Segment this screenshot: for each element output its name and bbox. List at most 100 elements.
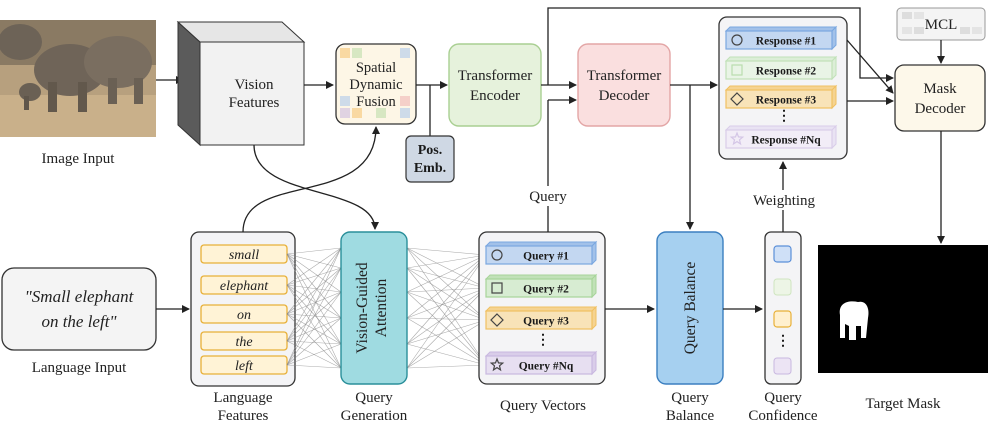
query-balance-box [656, 231, 724, 385]
confidence-square-1 [773, 245, 792, 263]
mask-decoder-line2: Decoder [915, 101, 966, 117]
sdf-line3: Fusion [356, 94, 396, 110]
response-label: Response #2 [756, 66, 817, 78]
response-label: Response #1 [756, 36, 817, 48]
attention-line [406, 267, 487, 321]
attention-line [286, 253, 342, 319]
attention-lines-right [406, 247, 487, 369]
response-bar-top [724, 125, 838, 131]
attention-line [406, 254, 487, 293]
attention-line [406, 267, 487, 289]
responses-dots: ⋮ [777, 109, 791, 124]
query-confidence-line1: Query [764, 390, 802, 406]
attention-line [406, 287, 487, 345]
attention-line [406, 319, 487, 369]
encoder-line2: Encoder [470, 88, 520, 104]
attention-line [406, 254, 487, 269]
attention-line [406, 317, 487, 366]
language-word: small [200, 244, 288, 264]
attention-line [406, 343, 487, 366]
response-bar [725, 30, 833, 50]
query-balance-inner: Query Balance [682, 262, 699, 355]
pos-emb-line2: Emb. [414, 161, 446, 176]
attention-line [286, 247, 342, 286]
query-balance-line2: Balance [666, 408, 715, 424]
query-label: Query #1 [523, 251, 569, 263]
language-input-line1: "Small elephant [25, 287, 135, 306]
square-icon [731, 64, 743, 76]
attention-line [286, 253, 342, 369]
confidence-square-2 [773, 278, 792, 296]
attention-line [406, 267, 487, 366]
query-bar [485, 245, 593, 265]
attention-line [286, 247, 342, 255]
attention-line [286, 267, 342, 286]
language-features-line2: Features [218, 408, 269, 424]
response-item: Response #2 [724, 55, 838, 81]
confidence-square-nq [773, 357, 792, 375]
arrow-response1-to-mask-decoder [846, 39, 894, 94]
attention-line [406, 247, 487, 256]
query-label-bg [525, 186, 571, 206]
diamond-icon [730, 92, 744, 106]
query-confidence-line2: Confidence [748, 408, 817, 424]
attention-line [286, 253, 342, 293]
attention-line [406, 247, 487, 289]
attention-line [286, 253, 342, 269]
attention-line [406, 317, 487, 321]
vision-features-cube [176, 20, 306, 147]
sdf-line2: Dynamic [349, 77, 402, 93]
query-item: Query #3 [484, 305, 598, 331]
decoder-line2: Decoder [599, 88, 650, 104]
vision-features-line2: Features [229, 95, 280, 111]
confidence-square-3 [773, 310, 792, 328]
arrow-features-to-vga [253, 144, 379, 230]
language-word-label: the [235, 335, 252, 350]
vga-line1: Vision-Guided [354, 262, 371, 353]
language-word-label: small [229, 248, 259, 263]
attention-line [286, 284, 342, 319]
attention-line [286, 291, 342, 315]
language-word: the [200, 331, 288, 351]
attention-line [286, 247, 342, 342]
attention-line [406, 319, 487, 345]
language-word: on [200, 304, 288, 324]
attention-line [286, 364, 342, 369]
query-label: Query #2 [523, 284, 569, 296]
query-bar-top [484, 306, 598, 312]
decoder-line1: Transformer [587, 68, 661, 84]
language-input-label: Language Input [32, 360, 127, 376]
language-word: elephant [200, 275, 288, 295]
query-label: Query [529, 189, 567, 205]
attention-line [286, 284, 342, 369]
attention-line [406, 247, 487, 321]
query-item: Query #1 [484, 240, 598, 266]
diamond-icon [490, 313, 504, 327]
attention-line [286, 253, 342, 345]
transformer-encoder-box [448, 43, 542, 127]
arrow-skip-to-mask-decoder [547, 7, 894, 85]
attention-lines-left [286, 247, 342, 369]
attention-line [286, 267, 342, 366]
attention-line [406, 254, 487, 319]
target-mask-label: Target Mask [866, 396, 941, 412]
encoder-line1: Transformer [458, 68, 532, 84]
attention-line [406, 291, 487, 321]
query-bar [485, 355, 593, 375]
target-mask-image [818, 245, 988, 373]
response-item: Response #Nq [724, 124, 838, 150]
attention-line [406, 364, 487, 369]
attention-line [286, 247, 342, 315]
query-generation-line2: Generation [341, 408, 408, 424]
pos-emb-line1: Pos. [418, 143, 443, 158]
language-features-line1: Language [213, 390, 272, 406]
mcl-box [896, 7, 986, 41]
attention-line [286, 340, 342, 345]
query-balance-line1: Query [671, 390, 709, 406]
square-icon [491, 282, 503, 294]
mask-decoder-line1: Mask [923, 81, 957, 97]
language-word-label: elephant [220, 279, 269, 294]
